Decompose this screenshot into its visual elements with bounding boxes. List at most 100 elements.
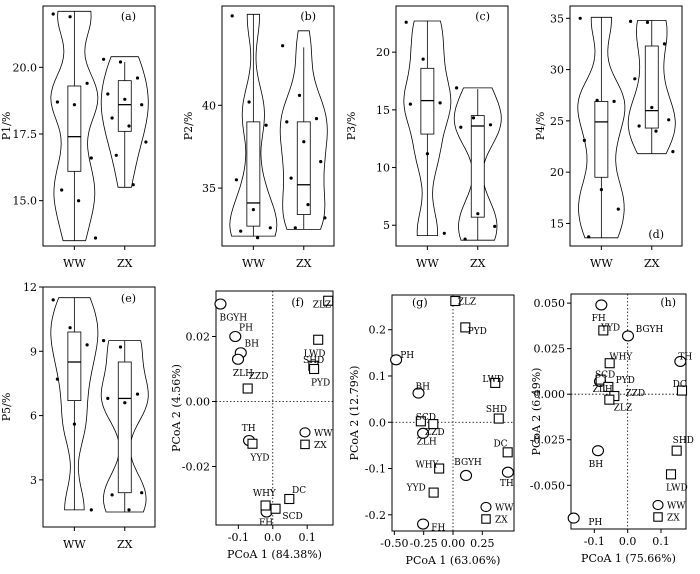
- panel-b-data-point: [230, 14, 234, 18]
- panel-h-xlabel: PCoA 1 (75.66%): [581, 552, 676, 565]
- panel-f-point-scd: [270, 503, 281, 514]
- panel-a-data-point: [106, 92, 110, 96]
- panel-c-violin-ww: [403, 20, 452, 236]
- panel-e-data-point: [106, 396, 110, 400]
- panel-a-box-zx: [117, 80, 132, 132]
- panel-a-box-ww: [67, 85, 82, 172]
- panel-h-point-label-zzd: ZZD: [625, 389, 645, 399]
- panel-g-ytick-label: 0.1: [369, 370, 387, 383]
- panel-h-legend-label-ww: WW: [667, 502, 686, 512]
- panel-a-data-point: [135, 76, 140, 80]
- panel-h-point-label-zlh: ZLH: [593, 385, 613, 395]
- panel-h-point-dc: [676, 385, 688, 396]
- panel-e-xcat-label: WW: [63, 538, 86, 551]
- panel-f-point-lwd: [313, 334, 324, 345]
- panel-b-data-point: [264, 123, 268, 127]
- panel-d-violin-zx: [627, 20, 676, 155]
- panel-c-data-point: [425, 152, 429, 156]
- panel-e-box-ww: [67, 331, 82, 401]
- panel-h-point-bh: [591, 445, 605, 457]
- panel-a-data-point: [72, 103, 76, 107]
- panel-a-data-point: [77, 199, 81, 203]
- panel-h-point-label-ph: PH: [588, 518, 602, 528]
- panel-d-data-point: [633, 77, 637, 81]
- panel-h-point-label-yyd: YYD: [600, 323, 620, 333]
- panel-e-box-zx: [117, 361, 132, 494]
- panel-a-data-point: [93, 236, 98, 240]
- panel-g-point-fh: [417, 518, 430, 530]
- panel-b-data-point: [239, 229, 243, 233]
- panel-e-ytick-label: 6: [30, 410, 37, 423]
- panel-h-ytick-label: 0.050: [534, 297, 566, 310]
- panel-b-label: (b): [300, 10, 316, 23]
- panel-h-point-label-lwd: LWD: [666, 484, 688, 494]
- panel-g-point-pyd: [460, 322, 471, 333]
- panel-d-violin-ww: [577, 16, 626, 239]
- panel-g-point-label-zlz: ZLZ: [458, 298, 476, 308]
- panel-e-data-point: [55, 377, 60, 381]
- panel-h-point-label-bh: BH: [589, 460, 604, 470]
- panel-c-violin-zx: [453, 87, 502, 241]
- panel-g-point-label-dc: DC: [493, 440, 507, 450]
- panel-e-data-point: [123, 401, 127, 405]
- panel-c-data-point: [493, 224, 497, 228]
- panel-g-ytick-label: -0.1: [365, 463, 386, 476]
- panel-g-xtick-label: 0.00: [441, 537, 466, 550]
- panel-e-data-point: [127, 508, 131, 512]
- panel-a-ytick-label: 20.0: [13, 61, 38, 74]
- panel-f-point-label-zlh: ZLH: [233, 369, 253, 379]
- panel-b-data-point: [306, 203, 310, 207]
- panel-c-data-point: [471, 116, 476, 120]
- panel-g-legend-marker-ww: [480, 501, 492, 513]
- panel-g-xtick-label: -0.50: [380, 537, 408, 550]
- panel-a-data-point: [51, 12, 55, 16]
- panel-h-xtick-label: 0.0: [619, 535, 637, 548]
- panel-a-xcat-label: WW: [63, 257, 86, 270]
- panel-g-point-label-scd: SCD: [416, 413, 436, 423]
- panel-d-label: (d): [648, 228, 664, 241]
- panel-d-data-point: [654, 129, 658, 133]
- panel-d-ytick-label: 25: [550, 115, 564, 128]
- panel-h-xtick-label: -0.1: [584, 535, 605, 548]
- panel-e-data-point: [118, 345, 123, 349]
- panel-f-point-label-scd: SCD: [282, 512, 302, 522]
- panel-c-data-point: [463, 237, 467, 241]
- panel-b-data-point: [314, 117, 319, 121]
- panel-f-ytick-label: -0.02: [182, 461, 210, 474]
- panel-h-label: (h): [660, 296, 676, 309]
- panel-g-point-label-ph: PH: [400, 351, 414, 361]
- panel-b-box-ww: [246, 121, 261, 227]
- panel-d-ytick-label: 20: [550, 166, 564, 179]
- panel-a-data-point: [123, 97, 127, 101]
- panel-c-data-point: [408, 102, 412, 106]
- panel-g-point-label-fh: FH: [431, 523, 445, 533]
- panel-g-point-label-pyd: PYD: [468, 327, 487, 337]
- panel-d-box-ww: [594, 100, 609, 178]
- panel-e-ylabel: P5/%: [0, 393, 13, 422]
- panel-g-legend-marker-zx: [481, 514, 491, 524]
- panel-g-point-label-bgyh: BGYH: [454, 458, 482, 468]
- panel-f-label: (f): [291, 296, 304, 309]
- panel-g-point-why: [434, 463, 445, 474]
- panel-g-ylabel: PCoA 2 (12.79%): [348, 366, 361, 461]
- panel-g-point-label-lwd: LWD: [482, 375, 504, 385]
- panel-f-point-label-dc: DC: [292, 486, 306, 496]
- panel-a-data-point: [102, 57, 106, 61]
- panel-b-data-point: [289, 176, 293, 180]
- panel-e-data-point: [110, 493, 114, 497]
- panel-g-point-label-shd: SHD: [486, 405, 507, 415]
- panel-g-ytick-label: 0.2: [369, 324, 387, 337]
- panel-c-data-point: [455, 86, 459, 90]
- panel-d-data-point: [587, 235, 591, 239]
- panel-c-ytick-label: 10: [376, 162, 390, 175]
- panel-d-data-point: [578, 16, 582, 20]
- panel-f-point-label-yyd: YYD: [249, 453, 269, 463]
- panel-a-violin-zx: [100, 56, 149, 188]
- panel-d-ytick-label: 35: [550, 12, 564, 25]
- panel-f-point-dc: [284, 493, 295, 505]
- panel-b-ytick-label: 40: [202, 99, 216, 112]
- panel-e-data-point: [89, 508, 93, 512]
- panel-f-point-yyd: [247, 438, 258, 449]
- panel-h-point-label-zlz: ZLZ: [614, 403, 632, 413]
- panel-a-violin-ww: [50, 10, 99, 242]
